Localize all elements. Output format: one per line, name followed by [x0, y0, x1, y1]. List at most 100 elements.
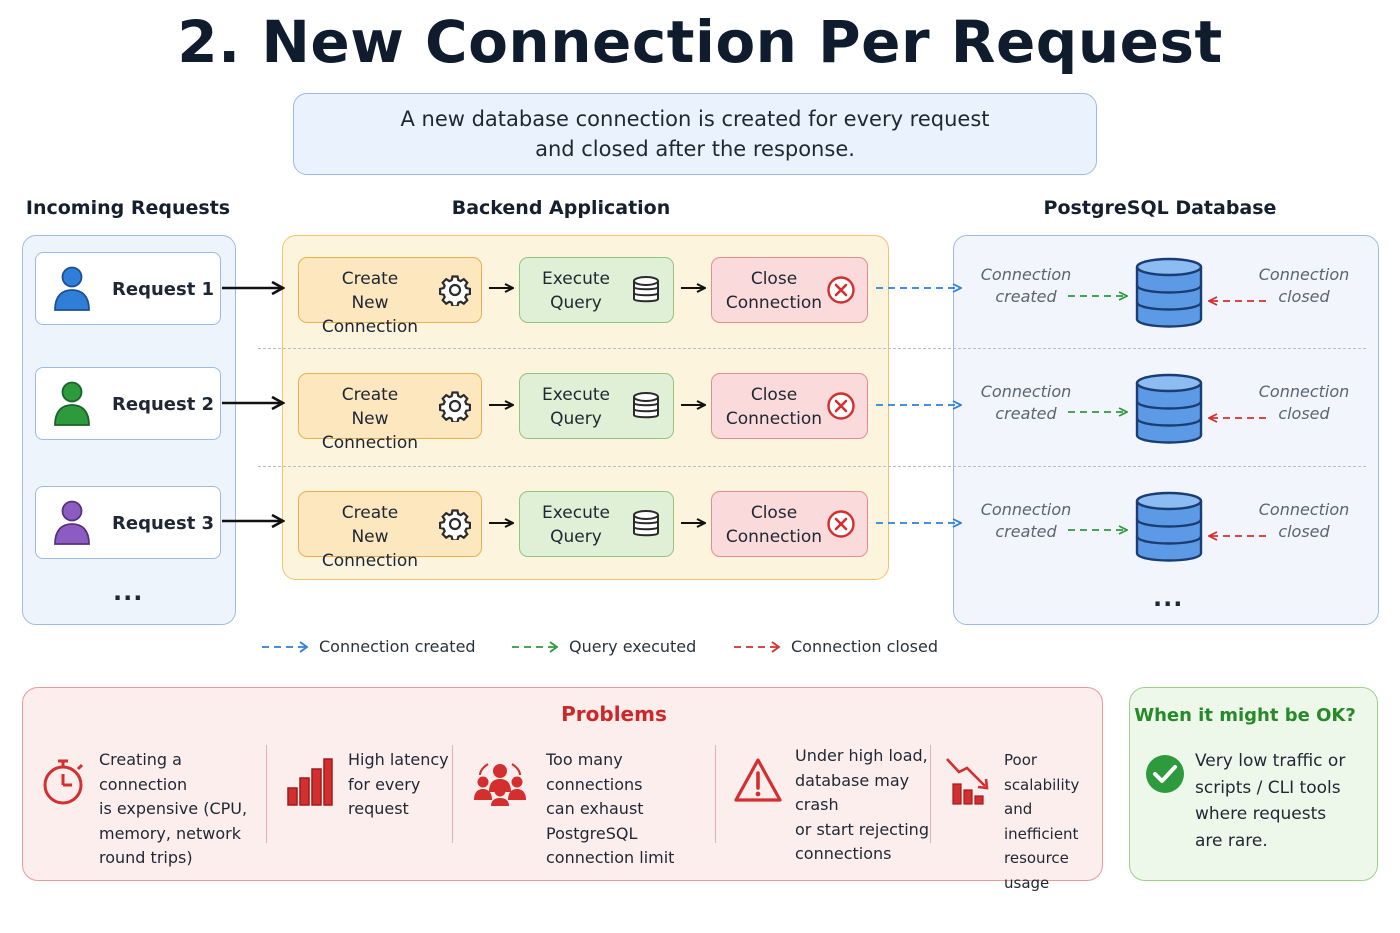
subtitle-box: A new database connection is created for… [293, 93, 1097, 175]
problem-line: for every [348, 774, 421, 794]
step-line: Execute [542, 385, 610, 405]
problem-separator [452, 745, 453, 843]
connection-closed-label: Connection closed [1249, 381, 1359, 425]
step-line: Create [341, 269, 399, 289]
problem-separator [266, 745, 267, 843]
step-line: New Connection [321, 293, 419, 337]
subtitle-line-1: A new database connection is created for… [400, 107, 990, 131]
more-databases-ellipsis: ... [1153, 584, 1184, 612]
problem-line: database may crash [795, 770, 910, 815]
incoming-requests-heading: Incoming Requests [25, 197, 231, 219]
step-line: Connection [725, 409, 823, 429]
connection-created-label: Connection created [971, 264, 1081, 308]
backend-application-heading: Backend Application [451, 197, 671, 219]
problem-line: and inefficient [1004, 800, 1079, 843]
legend-label: Connection created [319, 637, 476, 656]
problem-separator [930, 745, 931, 843]
step-line: Close [750, 503, 798, 523]
database-icon [633, 510, 659, 537]
person-icon [54, 381, 90, 426]
db-label-line: Connection [980, 382, 1072, 401]
problem-line: round trips) [99, 848, 193, 867]
db-label-line: Connection [980, 265, 1072, 284]
problem-line: connections [795, 844, 892, 863]
legend-label: Connection closed [791, 637, 938, 656]
gear-icon [439, 391, 471, 422]
close-circle-icon [827, 392, 855, 420]
problem-line: High latency [348, 750, 449, 769]
problem-line: Under high load, [795, 746, 928, 765]
db-label-line: closed [1278, 287, 1330, 306]
db-label-line: created [995, 404, 1057, 423]
declining-chart-icon [946, 758, 989, 805]
request-card-3: Request 3 [35, 486, 221, 559]
request-label: Request 3 [112, 513, 215, 534]
when-ok-line: where requests [1195, 804, 1327, 824]
connection-created-label: Connection created [971, 499, 1081, 543]
bar-chart-icon [287, 758, 333, 806]
blue-dashed-arrow-icon [262, 641, 309, 653]
request-label: Request 1 [112, 279, 215, 300]
problem-line: Too many connections [546, 750, 643, 794]
step-line: Execute [542, 503, 610, 523]
step-line: Close [750, 385, 798, 405]
problem-line: request [348, 799, 409, 818]
db-label-line: Connection [1258, 382, 1350, 401]
connection-closed-label: Connection closed [1249, 264, 1359, 308]
connection-created-label: Connection created [971, 381, 1081, 425]
more-requests-ellipsis: ... [113, 578, 144, 606]
db-label-line: closed [1278, 522, 1330, 541]
connection-closed-label: Connection closed [1249, 499, 1359, 543]
problems-title: Problems [561, 702, 667, 726]
red-dashed-arrow-icon [734, 641, 781, 653]
problem-item: Poor scalability and inefficient resourc… [945, 744, 1100, 892]
when-ok-line: scripts / CLI tools [1195, 777, 1341, 798]
step-line: Execute [542, 269, 610, 289]
gear-icon [439, 509, 471, 540]
request-label: Request 2 [112, 394, 215, 415]
problem-item: Under high load, database may crash or s… [734, 744, 929, 863]
database-icon [633, 276, 659, 303]
step-line: Connection [725, 527, 823, 547]
step-line: New Connection [321, 527, 419, 571]
when-ok-line: Very low traffic or [1195, 751, 1346, 771]
db-label-line: created [995, 287, 1057, 306]
db-label-line: created [995, 522, 1057, 541]
warning-icon [734, 758, 782, 802]
legend-label: Query executed [569, 637, 697, 656]
subtitle-line-2: and closed after the response. [535, 137, 855, 161]
problem-item: Too many connections can exhaust Postgre… [472, 744, 712, 867]
step-line: Create [341, 385, 399, 405]
problem-line: connection limit [546, 848, 675, 867]
person-icon [54, 500, 90, 545]
database-stack-icon [1135, 373, 1203, 444]
step-line: Create [341, 503, 399, 523]
gear-icon [439, 275, 471, 306]
step-line: New Connection [321, 409, 419, 453]
problems-panel [22, 687, 1103, 881]
close-circle-icon [827, 276, 855, 304]
person-icon [54, 266, 90, 311]
problem-line: Creating a connection [99, 750, 188, 794]
step-line: Connection [725, 293, 823, 313]
problem-line: is expensive (CPU, [99, 799, 248, 818]
row-divider [258, 348, 1366, 349]
step-line: Query [550, 293, 602, 313]
problem-item: Creating a connection is expensive (CPU,… [40, 744, 265, 867]
step-line: Query [550, 409, 602, 429]
request-card-2: Request 2 [35, 367, 221, 440]
step-line: Close [750, 269, 798, 289]
db-label-line: Connection [980, 500, 1072, 519]
green-dashed-arrow-icon [512, 641, 559, 653]
problem-line: or start rejecting [795, 819, 929, 839]
when-ok-line: are rare. [1195, 830, 1268, 851]
db-label-line: Connection [1258, 500, 1350, 519]
step-line: Query [550, 527, 602, 547]
